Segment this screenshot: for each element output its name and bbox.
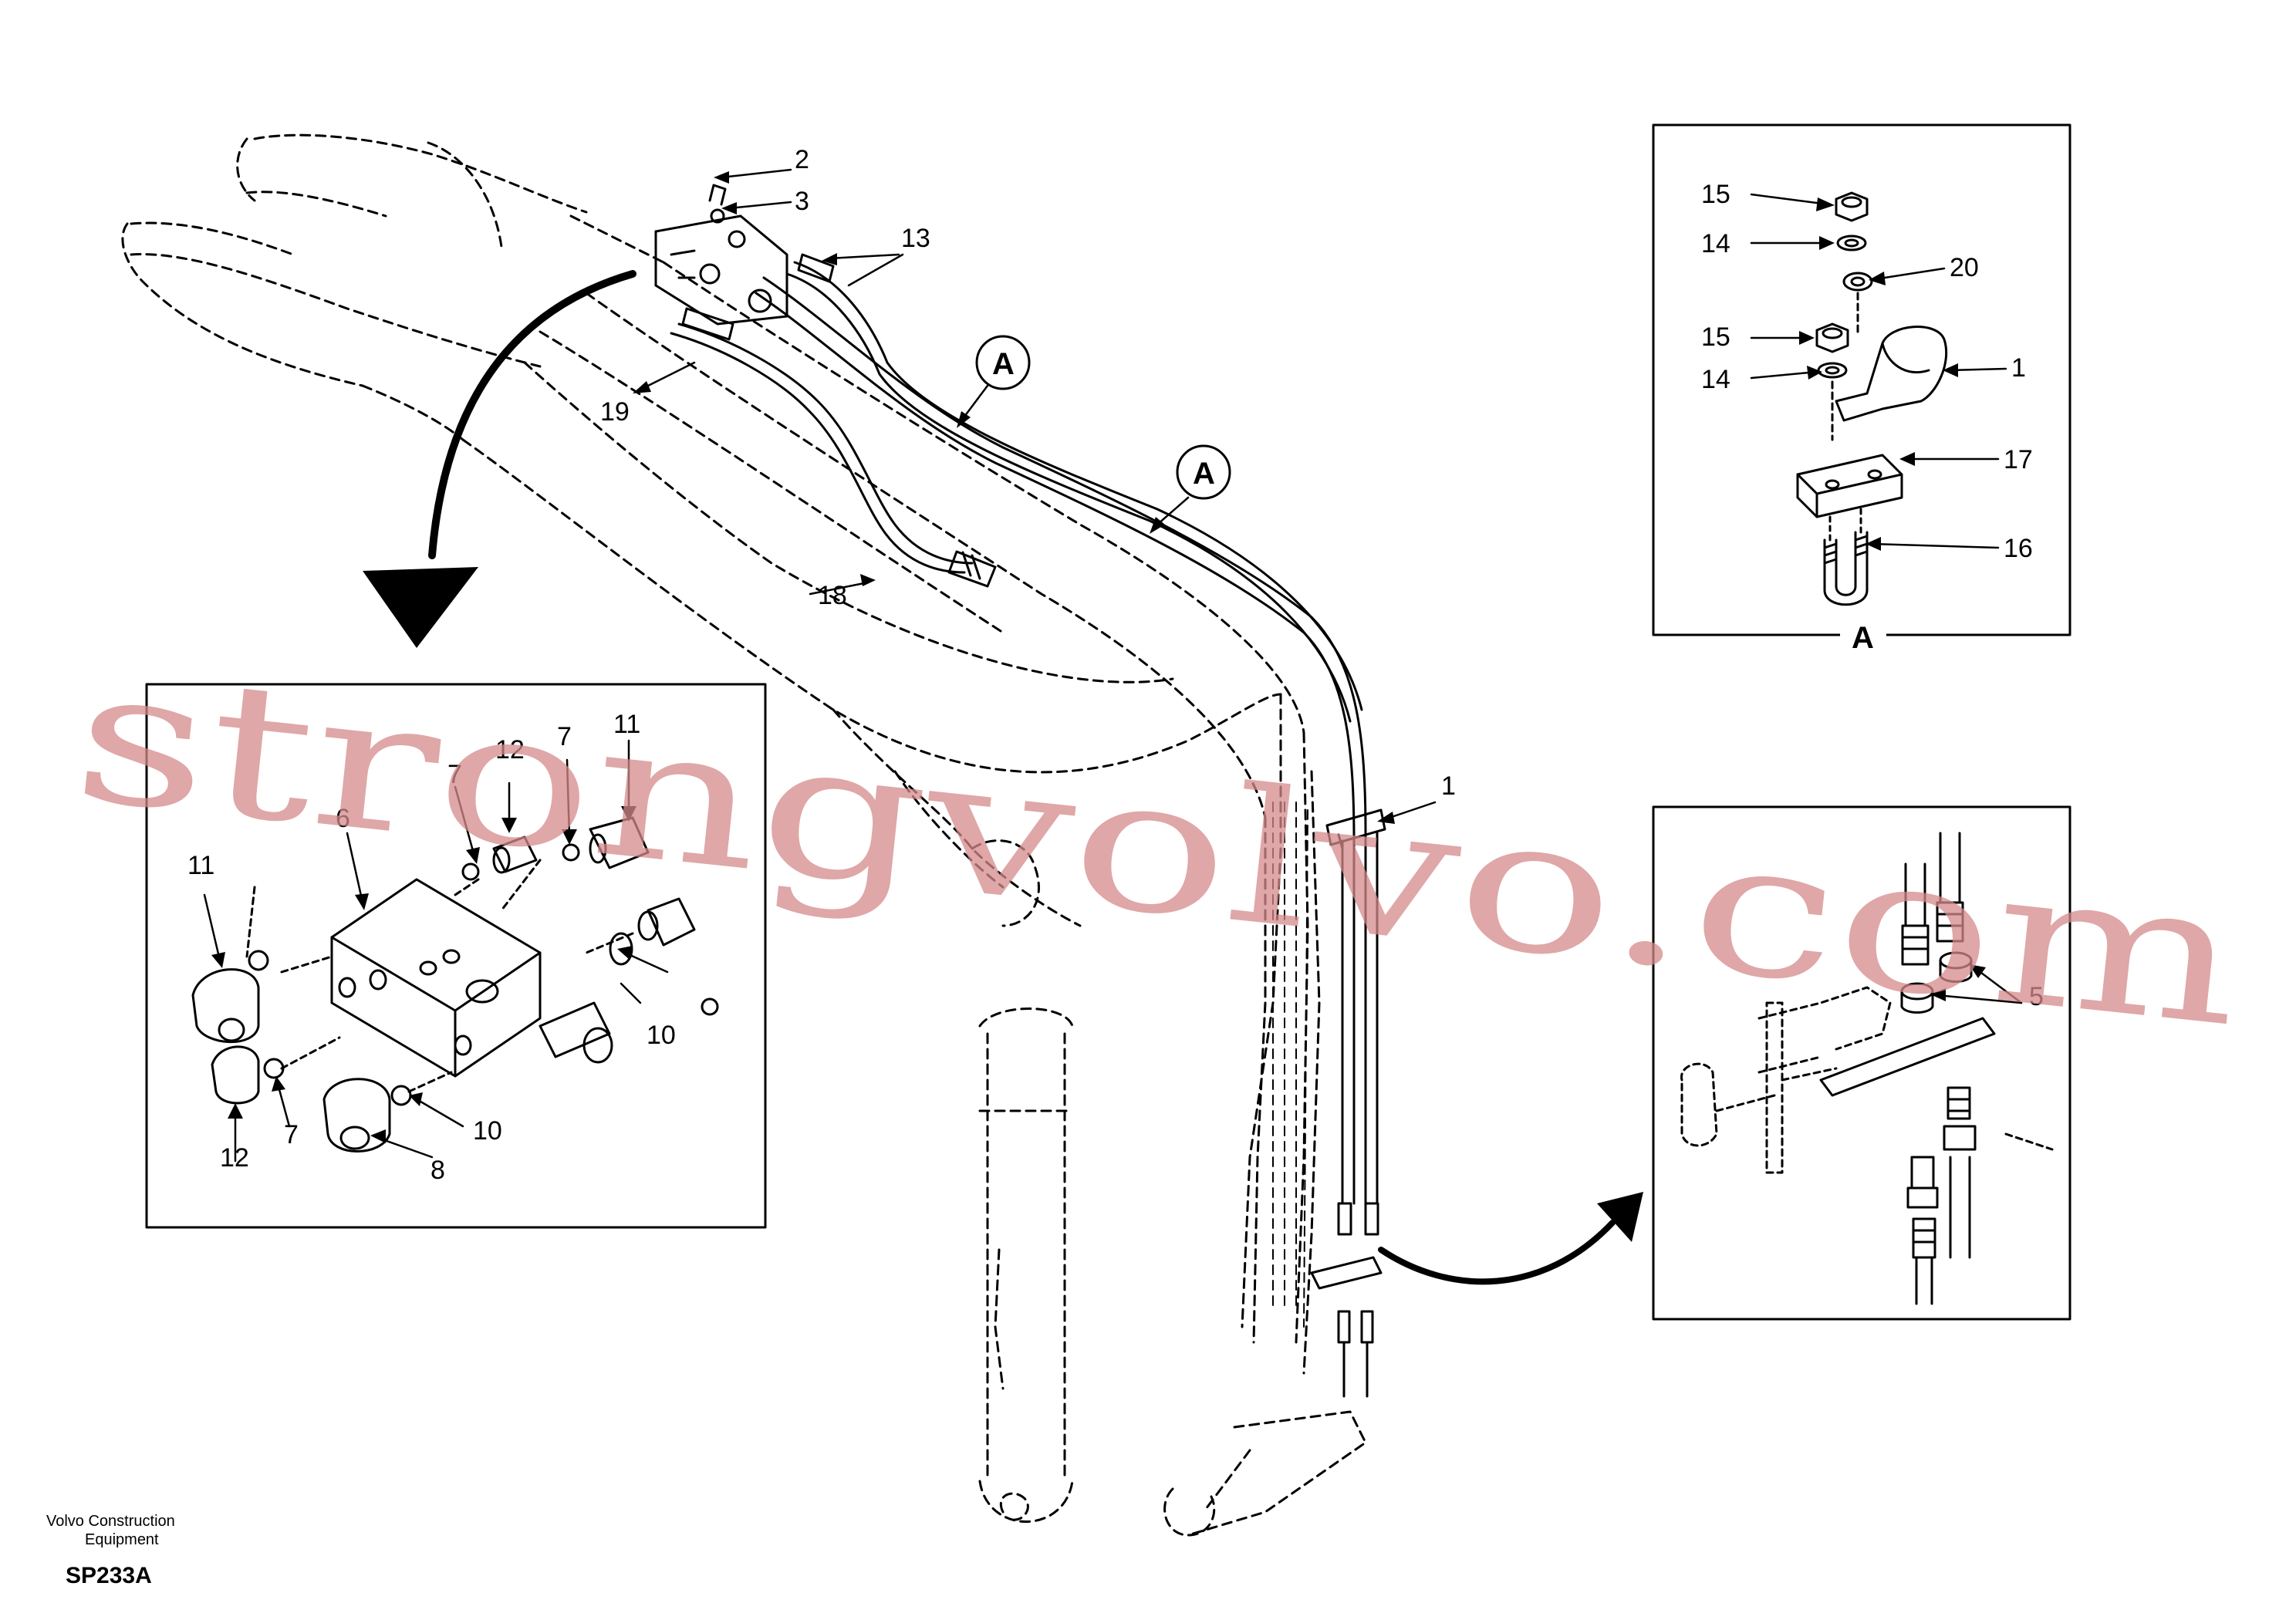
callout-13: 13 <box>901 224 930 253</box>
fittings-leader-heads <box>1930 964 1986 1001</box>
callout-7-b: 7 <box>557 722 572 751</box>
callout-5: 5 <box>2029 982 2044 1011</box>
callout-6: 6 <box>336 804 350 833</box>
callout-19: 19 <box>600 397 630 427</box>
valve-block-drawing <box>191 816 719 1153</box>
circle-a-2 <box>1176 444 1231 500</box>
lower-fittings <box>1310 1202 1383 1398</box>
footer: Volvo Construction Equipment SP233A <box>46 1513 175 1588</box>
valve-leader-heads <box>211 806 636 1143</box>
callout-8: 8 <box>430 1156 445 1185</box>
callout-14-a: 14 <box>1701 229 1730 258</box>
detail-panel-fittings <box>1652 805 2071 1321</box>
callout-1: 1 <box>1441 771 1456 801</box>
callout-20: 20 <box>1950 253 1979 282</box>
curved-arrow-right <box>1378 1220 1616 1285</box>
valve-leaders <box>203 739 669 1163</box>
circle-a-1 <box>975 335 1031 390</box>
curved-arrow-left-head <box>363 567 478 648</box>
detail-panel-a-label-bg <box>1840 621 1886 649</box>
callout-2: 2 <box>795 145 809 174</box>
curved-arrow-right-head <box>1597 1192 1643 1242</box>
main-leader-heads <box>633 171 1395 824</box>
circle-a-1-label: A <box>992 347 1015 381</box>
clamp-callouts: 15 14 20 15 14 1 17 16 A <box>1701 180 2033 655</box>
callout-15-b: 15 <box>1701 322 1730 352</box>
callout-14-b: 14 <box>1701 365 1730 394</box>
fittings-leaders <box>1935 967 2023 1004</box>
callout-7-a: 7 <box>447 760 462 789</box>
clamp-detail-drawing <box>1796 191 1948 606</box>
hoses-solid <box>670 261 1379 1205</box>
callout-10-a: 10 <box>647 1021 676 1050</box>
curved-arrow-left <box>428 270 636 559</box>
valve-callouts: 6 7 12 7 11 11 10 12 7 10 8 <box>187 710 676 1185</box>
callout-11-b: 11 <box>187 851 214 880</box>
callout-11-a: 11 <box>613 710 640 739</box>
callout-10-b: 10 <box>473 1116 502 1146</box>
callout-17: 17 <box>2004 445 2033 474</box>
top-manifold <box>654 184 997 588</box>
callout-7-c: 7 <box>284 1120 299 1149</box>
callout-1-a: 1 <box>2011 353 2026 383</box>
callout-3: 3 <box>795 187 809 216</box>
detail-panel-valve <box>145 683 767 1229</box>
boom-clamp <box>1325 808 1386 850</box>
clamp-leaders <box>1750 193 2007 549</box>
circle-a-2-label: A <box>1193 457 1215 491</box>
main-leaders <box>639 168 1437 821</box>
callout-12-a: 12 <box>495 735 525 764</box>
drawing-code: SP233A <box>66 1563 152 1588</box>
callout-16: 16 <box>2004 534 2033 563</box>
callout-15-a: 15 <box>1701 180 1730 209</box>
footer-company-line1: Volvo Construction <box>46 1513 175 1530</box>
main-callouts: 2 3 13 19 18 1 A A <box>600 145 1456 801</box>
callout-12-b: 12 <box>220 1143 249 1173</box>
footer-company-line2: Equipment <box>85 1531 159 1548</box>
fittings-detail-drawing <box>1680 832 2054 1305</box>
clamp-leader-heads <box>1799 197 1958 551</box>
boom-dashed-outline <box>121 133 1367 1537</box>
fittings-callouts: 5 <box>2029 982 2044 1011</box>
detail-a-label: A <box>1852 621 1874 655</box>
watermark: strongvolvo.com <box>65 626 2251 1068</box>
callout-18: 18 <box>818 581 847 610</box>
